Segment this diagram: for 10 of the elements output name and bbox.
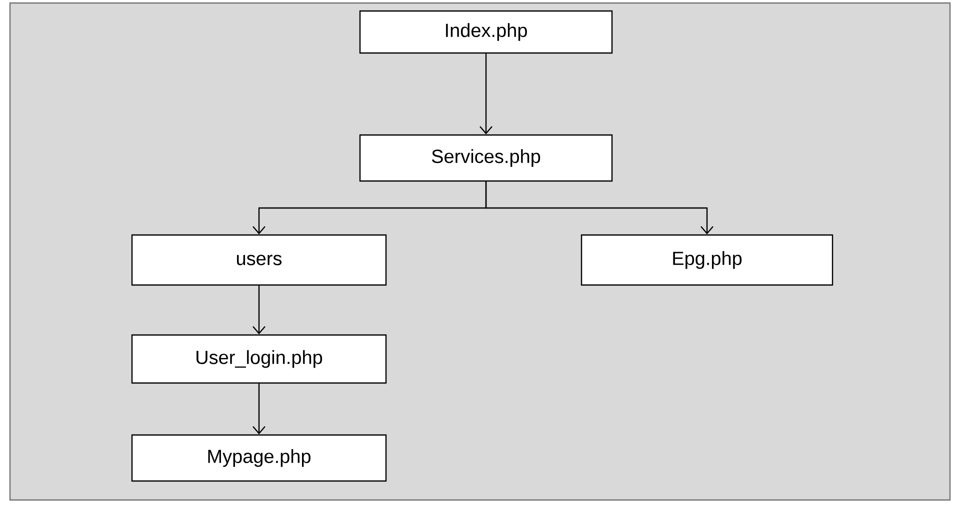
arrow: [252, 384, 266, 434]
page-box: Index.php: [359, 10, 613, 54]
page-box: Epg.php: [580, 234, 834, 286]
page-box: users: [131, 234, 387, 286]
page-box: Services.php: [359, 134, 613, 182]
page-box: User_login.php: [131, 334, 387, 384]
arrow: [485, 182, 714, 234]
arrow: [252, 286, 266, 334]
arrow: [480, 54, 492, 134]
page-box: Mypage.php: [131, 434, 387, 482]
